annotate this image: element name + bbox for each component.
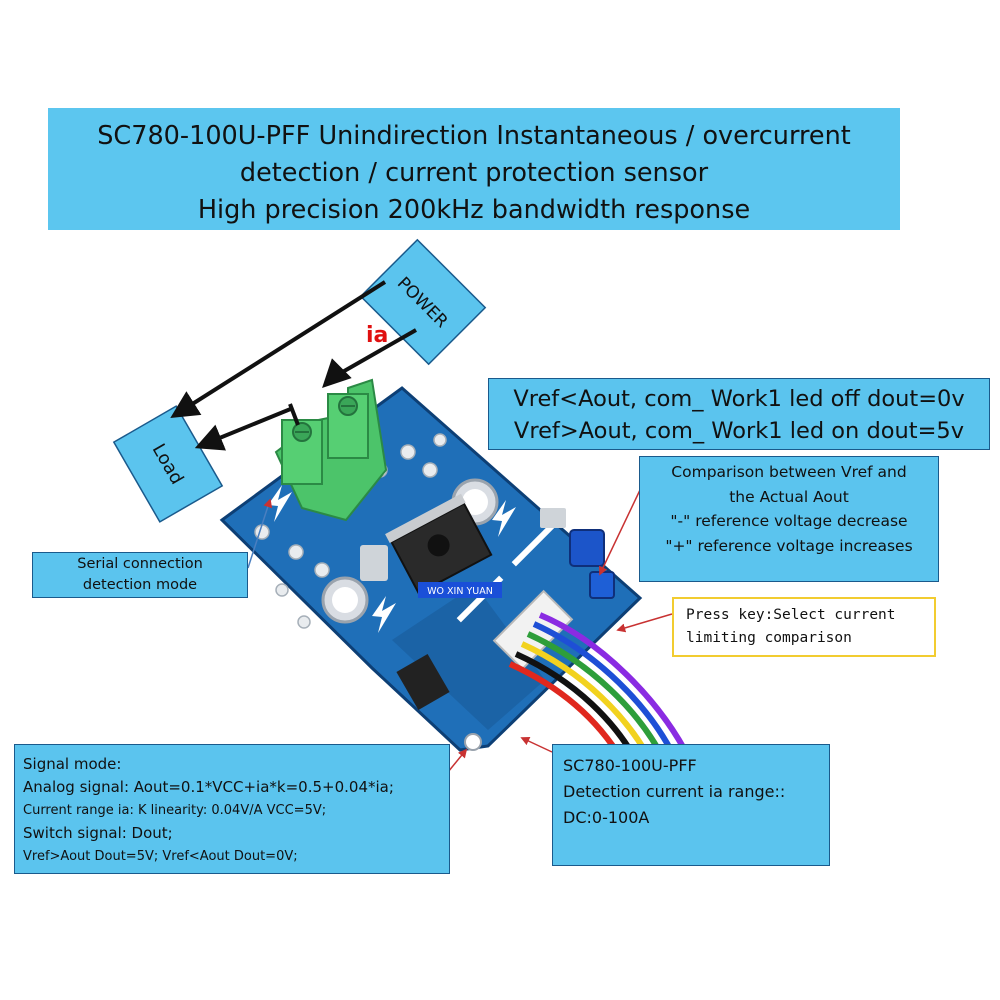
vref-note: Vref<Aout, com_ Work1 led off dout=0v Vr… xyxy=(488,378,990,450)
press-key-line-2: limiting comparison xyxy=(686,630,852,646)
signal-line-1: Signal mode: xyxy=(23,755,122,773)
signal-line-4: Switch signal: Dout; xyxy=(23,824,173,842)
sensor-line-3: DC:0-100A xyxy=(563,808,650,827)
vref-line-1: Vref<Aout, com_ Work1 led off dout=0v xyxy=(513,386,965,412)
serial-line-1: Serial connection xyxy=(77,556,203,572)
sensor-range-note: SC780-100U-PFF Detection current ia rang… xyxy=(552,744,830,866)
current-ia-label: ia xyxy=(366,323,388,348)
comparison-line-1: Comparison between Vref and xyxy=(671,463,907,481)
sensor-line-1: SC780-100U-PFF xyxy=(563,756,697,775)
terminal-block xyxy=(274,378,388,522)
signal-mode-note: Signal mode: Analog signal: Aout=0.1*VCC… xyxy=(14,744,450,874)
title-banner: SC780-100U-PFF Unindirection Instantaneo… xyxy=(48,108,900,230)
comparison-line-4: "+" reference voltage increases xyxy=(665,536,913,555)
comparison-line-2: the Actual Aout xyxy=(729,487,849,506)
title-line-1: SC780-100U-PFF Unindirection Instantaneo… xyxy=(97,121,851,151)
load-callout: Load xyxy=(112,405,224,523)
comparison-line-3: "-" reference voltage decrease xyxy=(670,512,908,530)
vref-line-2: Vref>Aout, com_ Work1 led on dout=5v xyxy=(513,418,965,444)
watermark-label: WO XIN YUAN xyxy=(427,586,493,597)
power-callout: POWER xyxy=(359,238,487,366)
serial-line-2: detection mode xyxy=(82,577,198,593)
sensor-line-2: Detection current ia range:: xyxy=(563,782,786,801)
press-key-line-1: Press key:Select current xyxy=(686,607,896,623)
title-line-3: High precision 200kHz bandwidth response xyxy=(197,195,751,225)
current-flow-arrows xyxy=(170,280,417,451)
press-key-note: Press key:Select current limiting compar… xyxy=(672,597,936,657)
comparison-note: Comparison between Vref and the Actual A… xyxy=(639,456,939,582)
signal-line-2: Analog signal: Aout=0.1*VCC+ia*k=0.5+0.0… xyxy=(23,778,394,796)
signal-line-5: Vref>Aout Dout=5V; Vref<Aout Dout=0V; xyxy=(23,849,298,864)
pointer-arrows xyxy=(247,489,673,773)
title-line-2: detection / current protection sensor xyxy=(239,158,709,188)
signal-line-3: Current range ia: K linearity: 0.04V/A V… xyxy=(23,803,327,818)
serial-connection-note: Serial connection detection mode xyxy=(32,552,248,598)
